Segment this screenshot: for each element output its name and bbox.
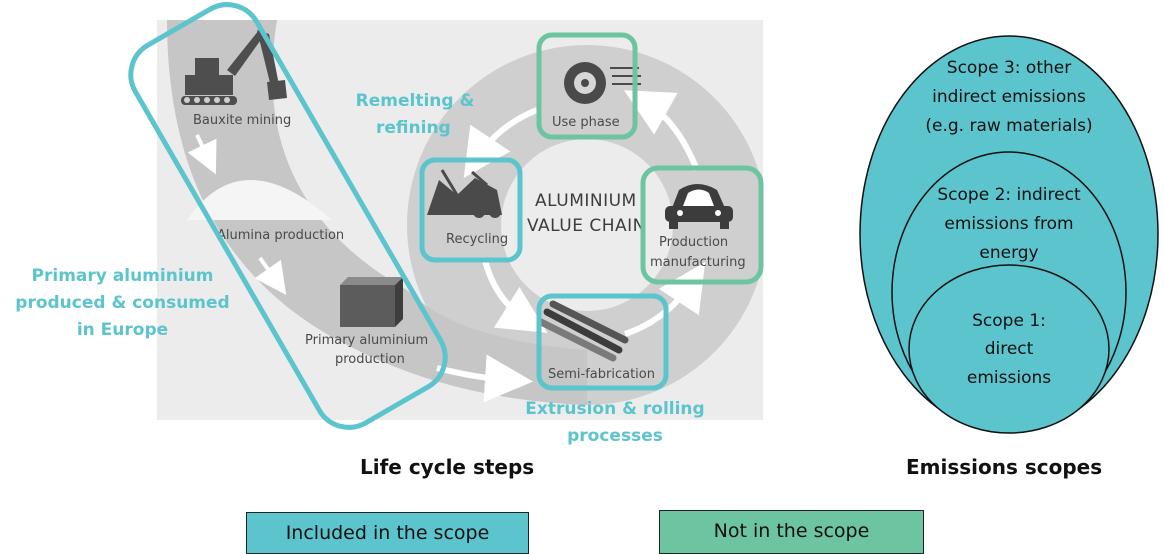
value-chain-graphic: Bauxite mining Alumina production Primar… [157, 20, 763, 420]
alumina-pile-icon [187, 180, 332, 220]
legend-not-included: Not in the scope [659, 510, 924, 554]
production-outline [640, 165, 764, 285]
scope1-line3: emissions [967, 368, 1051, 388]
primary-aluminium-annotation: Primary aluminium produced & consumed in… [0, 263, 245, 344]
scope2-line3: energy [979, 243, 1038, 263]
extrusion-line2: processes [567, 426, 663, 446]
scope2-line1: Scope 2: indirect [937, 185, 1081, 205]
primary-annotation-line2: produced & consumed [15, 293, 230, 313]
scope1-ellipse [908, 264, 1110, 434]
value-chain-center [501, 139, 673, 311]
primary-annotation-line1: Primary aluminium [31, 266, 214, 286]
scope1-line1: Scope 1: [972, 311, 1046, 331]
emissions-scopes-diagram: Scope 3: other indirect emissions (e.g. … [859, 35, 1159, 434]
value-chain-svg: Bauxite mining Alumina production Primar… [167, 20, 763, 405]
extrusion-annotation: Extrusion & rolling processes [505, 396, 725, 450]
stage-label-bauxite: Bauxite mining [193, 113, 291, 128]
primary-annotation-line3: in Europe [76, 320, 169, 340]
stage-label-recycling: Recycling [446, 232, 508, 247]
pipes-icon [537, 300, 629, 362]
emissions-title: Emissions scopes [906, 455, 1103, 479]
stage-label-alumina: Alumina production [217, 228, 344, 243]
primary-route-band [167, 20, 587, 405]
stage-label-primary-2: production [335, 352, 405, 367]
car-icon [665, 184, 733, 229]
legend-included: Included in the scope [246, 512, 529, 554]
scope1-line2: direct [985, 339, 1034, 359]
recycling-outline [419, 157, 523, 263]
arrow-production-use [624, 90, 700, 172]
arrow-recycling-semi [482, 259, 548, 333]
life-cycle-title: Life cycle steps [360, 455, 535, 479]
arrow-semi-production [624, 261, 706, 337]
arrow-alumina-primary [254, 256, 287, 296]
tyre-icon [564, 62, 641, 104]
stage-label-semi: Semi-fabrication [548, 367, 655, 382]
scope3-line3: (e.g. raw materials) [925, 116, 1092, 136]
excavator-icon [181, 30, 287, 105]
value-chain-center-line1: ALUMINIUM [535, 191, 637, 211]
scope2-line2: emissions from [944, 214, 1073, 234]
extrusion-line1: Extrusion & rolling [525, 399, 705, 419]
arrow-bauxite-alumina [187, 134, 217, 175]
scope3-line2: indirect emissions [932, 87, 1086, 107]
stage-label-production-1: Production [659, 235, 728, 250]
stage-label-use: Use phase [552, 115, 620, 130]
stage-label-production-2: manufacturing [650, 255, 746, 270]
semi-fabrication-outline [536, 293, 669, 391]
stage-label-primary-1: Primary aluminium [305, 333, 428, 348]
arrow-use-recycling [463, 107, 539, 178]
scope3-line1: Scope 3: other [947, 58, 1071, 78]
primary-scope-outline [128, 2, 448, 430]
remelting-line1: Remelting & [355, 91, 475, 111]
remelting-line2: refining [376, 118, 451, 138]
value-chain-center-line2: VALUE CHAIN [527, 216, 646, 236]
remelting-annotation: Remelting & refining [330, 88, 500, 142]
aluminium-block-icon [340, 277, 403, 327]
scrap-heap-icon [427, 169, 502, 218]
use-phase-outline [536, 32, 638, 140]
